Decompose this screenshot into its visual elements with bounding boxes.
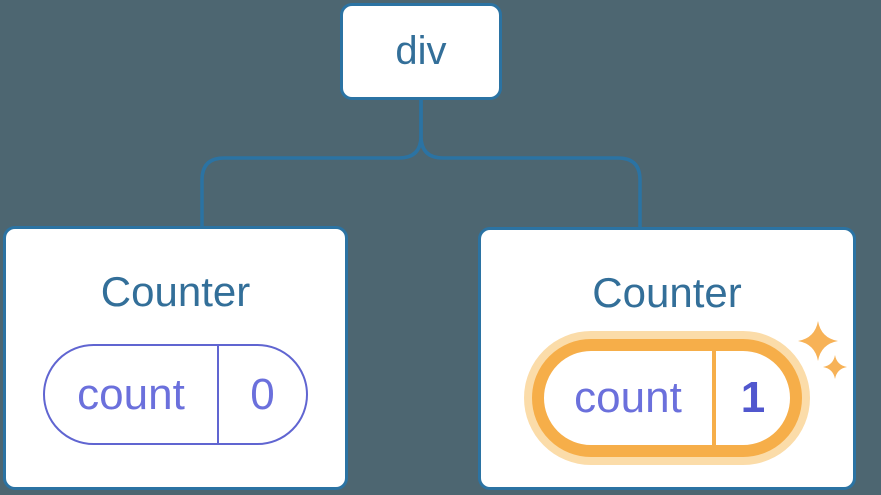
sparkle-icon (798, 321, 847, 379)
state-value: 1 (740, 373, 766, 422)
component-title: Counter (100, 268, 251, 315)
state-name-label: count (544, 351, 716, 445)
component-title: Counter (592, 269, 742, 316)
counter-card-1: Counter count 0 (3, 226, 348, 490)
root-node-div: div (340, 3, 502, 100)
state-value: 0 (250, 369, 275, 419)
root-node-label: div (395, 29, 447, 73)
connector-right (419, 98, 642, 228)
state-name-label: count (45, 346, 219, 443)
connector-left (200, 98, 423, 228)
counter-card-2: Counter count 1 (478, 227, 856, 490)
state-pill: count 0 (43, 344, 308, 445)
state-pill-highlighted: count 1 (532, 339, 802, 457)
